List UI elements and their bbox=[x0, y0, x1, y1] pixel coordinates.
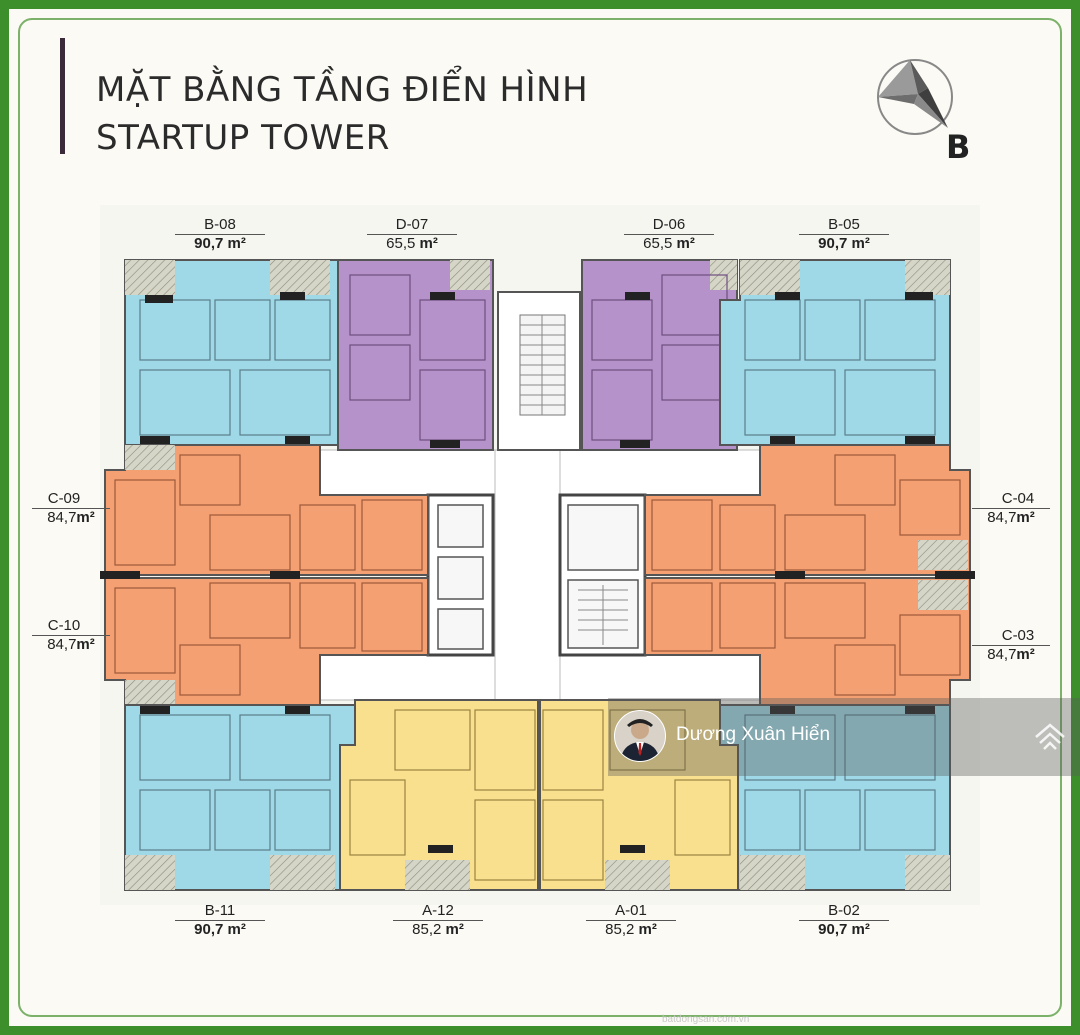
watermark-name: Dương Xuân Hiển bbox=[676, 724, 831, 745]
unit-area: 84,7m² bbox=[972, 508, 1050, 526]
unit-area: 90,7 m² bbox=[175, 234, 265, 252]
unit-label-b02: B-02 90,7 m² bbox=[789, 902, 899, 938]
unit-a01-block bbox=[539, 699, 739, 891]
title-line-1: MẶT BẰNG TẦNG ĐIỂN HÌNH bbox=[96, 70, 589, 110]
unit-d06-block bbox=[581, 259, 738, 451]
unit-area: 90,7 m² bbox=[175, 920, 265, 938]
avatar bbox=[614, 710, 666, 762]
unit-label-c03: C-03 84,7m² bbox=[968, 627, 1068, 663]
unit-c03-block bbox=[644, 577, 971, 706]
unit-code: A-01 bbox=[615, 902, 647, 919]
unit-area: 84,7m² bbox=[972, 645, 1050, 663]
unit-label-c09: C-09 84,7m² bbox=[14, 490, 114, 526]
unit-code: B-05 bbox=[828, 216, 860, 233]
unit-code: A-12 bbox=[422, 902, 454, 919]
unit-b11-block bbox=[124, 704, 356, 891]
unit-a12-block bbox=[339, 699, 539, 891]
unit-label-a01: A-01 85,2 m² bbox=[576, 902, 686, 938]
unit-area: 84,7m² bbox=[32, 508, 110, 526]
unit-label-b08: B-08 90,7 m² bbox=[165, 216, 275, 252]
corridor-center bbox=[494, 449, 561, 701]
unit-label-b11: B-11 90,7 m² bbox=[165, 902, 275, 938]
unit-area: 65,5 m² bbox=[624, 234, 714, 252]
footer-watermark: batdongsan.com.vn bbox=[662, 1014, 750, 1025]
unit-code: B-11 bbox=[204, 902, 236, 919]
unit-label-d06: D-06 65,5 m² bbox=[614, 216, 724, 252]
unit-b08-block bbox=[124, 259, 356, 446]
house-logo-icon bbox=[1035, 723, 1065, 750]
unit-area: 90,7 m² bbox=[799, 234, 889, 252]
unit-c04-block bbox=[644, 444, 971, 576]
unit-code: B-02 bbox=[828, 902, 860, 919]
compass-arrow-icon bbox=[877, 59, 953, 135]
unit-area: 84,7m² bbox=[32, 635, 110, 653]
watermark-banner bbox=[608, 698, 1080, 776]
unit-area: 90,7 m² bbox=[799, 920, 889, 938]
unit-code: D-06 bbox=[652, 216, 686, 233]
unit-label-a12: A-12 85,2 m² bbox=[383, 902, 493, 938]
unit-code: C-09 bbox=[47, 490, 81, 507]
title-line-2: STARTUP TOWER bbox=[96, 118, 390, 158]
unit-area: 65,5 m² bbox=[367, 234, 457, 252]
unit-c10-block bbox=[104, 577, 429, 706]
unit-area: 85,2 m² bbox=[393, 920, 483, 938]
unit-b05-block bbox=[719, 259, 951, 446]
unit-code: C-03 bbox=[1001, 627, 1035, 644]
title-accent-bar bbox=[60, 38, 65, 154]
unit-label-d07: D-07 65,5 m² bbox=[357, 216, 467, 252]
unit-b02-block bbox=[719, 704, 951, 891]
unit-area: 85,2 m² bbox=[586, 920, 676, 938]
unit-label-c10: C-10 84,7m² bbox=[14, 617, 114, 653]
unit-c09-block bbox=[104, 444, 429, 576]
unit-code: C-04 bbox=[1001, 490, 1035, 507]
compass-letter: B bbox=[946, 128, 971, 166]
unit-code: C-10 bbox=[47, 617, 81, 634]
unit-code: D-07 bbox=[395, 216, 429, 233]
unit-label-b05: B-05 90,7 m² bbox=[789, 216, 899, 252]
unit-label-c04: C-04 84,7m² bbox=[968, 490, 1068, 526]
unit-code: B-08 bbox=[204, 216, 236, 233]
page-title: MẶT BẰNG TẦNG ĐIỂN HÌNH STARTUP TOWER bbox=[96, 66, 588, 162]
unit-d07-block bbox=[337, 259, 494, 451]
